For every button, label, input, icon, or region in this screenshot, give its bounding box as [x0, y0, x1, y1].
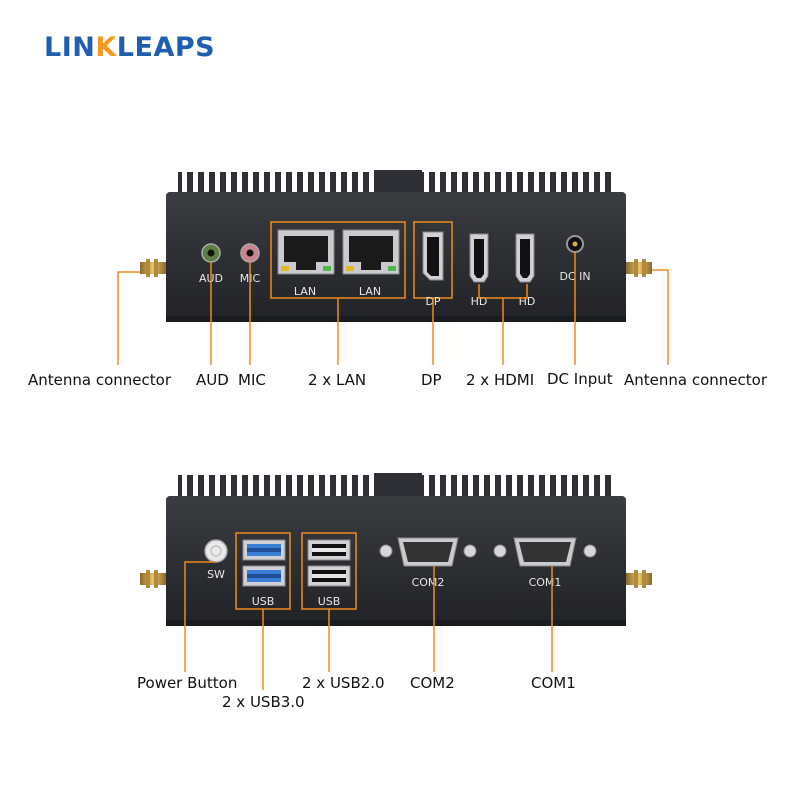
usb2-port-2-icon	[307, 565, 351, 587]
leader-antenna-left	[117, 271, 140, 365]
leader-power	[184, 561, 216, 672]
antenna-rear-left-icon	[140, 570, 166, 588]
port-label-lan-1: LAN	[294, 285, 316, 298]
callout-dc-input: DC Input	[547, 370, 613, 388]
brand-name-prefix: LIN	[44, 32, 96, 63]
port-label-com1: COM1	[529, 576, 562, 589]
callout-mic: MIC	[238, 371, 266, 389]
callout-dp: DP	[421, 371, 442, 389]
brand-logo: LINKLEAPS	[44, 32, 215, 63]
chassis-rear	[166, 496, 626, 624]
callout-com2: COM2	[410, 674, 455, 692]
lan-port-2-icon	[342, 229, 400, 275]
usb3-port-1-icon	[242, 539, 286, 561]
rear-panel: SW USB USB COM2 COM1	[140, 473, 652, 626]
port-label-usb2: USB	[318, 595, 341, 608]
callout-com1: COM1	[531, 674, 576, 692]
leader-lines	[117, 252, 669, 690]
usb3-port-2-icon	[242, 565, 286, 587]
callout-usb2: 2 x USB2.0	[302, 674, 385, 692]
callout-antenna-right: Antenna connector	[624, 371, 767, 389]
antenna-left-icon	[140, 259, 166, 277]
front-panel: AUD MIC LAN LAN DP HD HD DC IN	[140, 170, 652, 322]
usb2-port-1-icon	[307, 539, 351, 561]
callout-power-button: Power Button	[137, 674, 238, 692]
port-label-sw: SW	[207, 568, 225, 581]
callout-antenna-left: Antenna connector	[28, 371, 171, 389]
hdmi-port-1-icon	[469, 233, 489, 283]
antenna-rear-right-icon	[626, 570, 652, 588]
brand-name-suffix: LEAPS	[116, 32, 216, 63]
port-label-usb3: USB	[252, 595, 275, 608]
port-label-com2: COM2	[412, 576, 445, 589]
callout-aud: AUD	[196, 371, 229, 389]
power-button-icon	[204, 539, 228, 563]
displayport-icon	[422, 231, 444, 281]
callout-usb3: 2 x USB3.0	[222, 693, 305, 711]
brand-name-accent: K	[95, 32, 117, 63]
antenna-right-icon	[626, 259, 652, 277]
lan-port-1-icon	[277, 229, 335, 275]
leader-antenna-right	[652, 269, 669, 365]
callout-lan: 2 x LAN	[308, 371, 367, 389]
com2-port-icon	[379, 537, 477, 567]
callout-hdmi: 2 x HDMI	[466, 371, 535, 389]
com1-port-icon	[493, 537, 597, 567]
hdmi-port-2-icon	[515, 233, 535, 283]
port-label-lan-2: LAN	[359, 285, 381, 298]
